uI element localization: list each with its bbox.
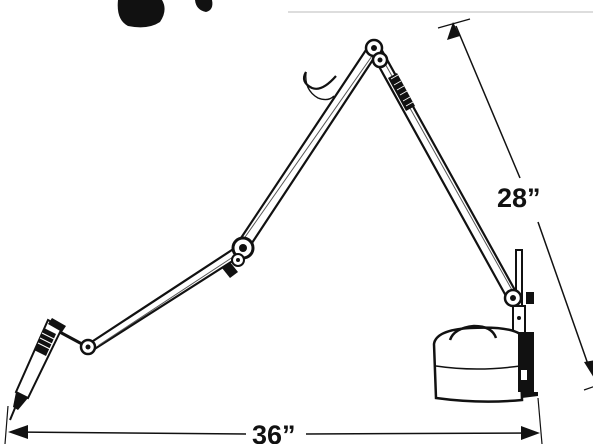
height-label: 28”: [497, 183, 541, 213]
height-dimension-line-lower: [537, 221, 591, 371]
reach-label: 36”: [252, 420, 296, 444]
height-arrow-top: [447, 22, 460, 40]
reach-dimension-line-left: [11, 431, 247, 435]
reach-dimension-line-right: [305, 432, 537, 435]
end-joint: [79, 338, 97, 356]
cropped-mark: [117, 0, 165, 28]
height-dimension-line-upper: [455, 25, 521, 179]
power-cord-tail: [305, 71, 335, 101]
top-pivot-joint: [364, 38, 389, 69]
height-arrow-bottom: [584, 360, 593, 377]
elbow-spring: [222, 262, 238, 278]
probe-head: [9, 318, 66, 421]
base-mount: [503, 249, 534, 341]
reach-arrow-left: [8, 425, 28, 439]
height-dimension: 28”: [437, 18, 593, 391]
arm-spring: [388, 73, 415, 111]
power-cord: [302, 71, 337, 90]
upper-arm: [235, 42, 380, 254]
cropped-mark-small: [195, 0, 213, 12]
reach-dimension: 36”: [4, 397, 543, 444]
elbow-joint: [231, 236, 255, 267]
weighted-base: [432, 324, 538, 403]
lower-arm: [88, 244, 244, 352]
reach-arrow-right: [521, 426, 540, 440]
